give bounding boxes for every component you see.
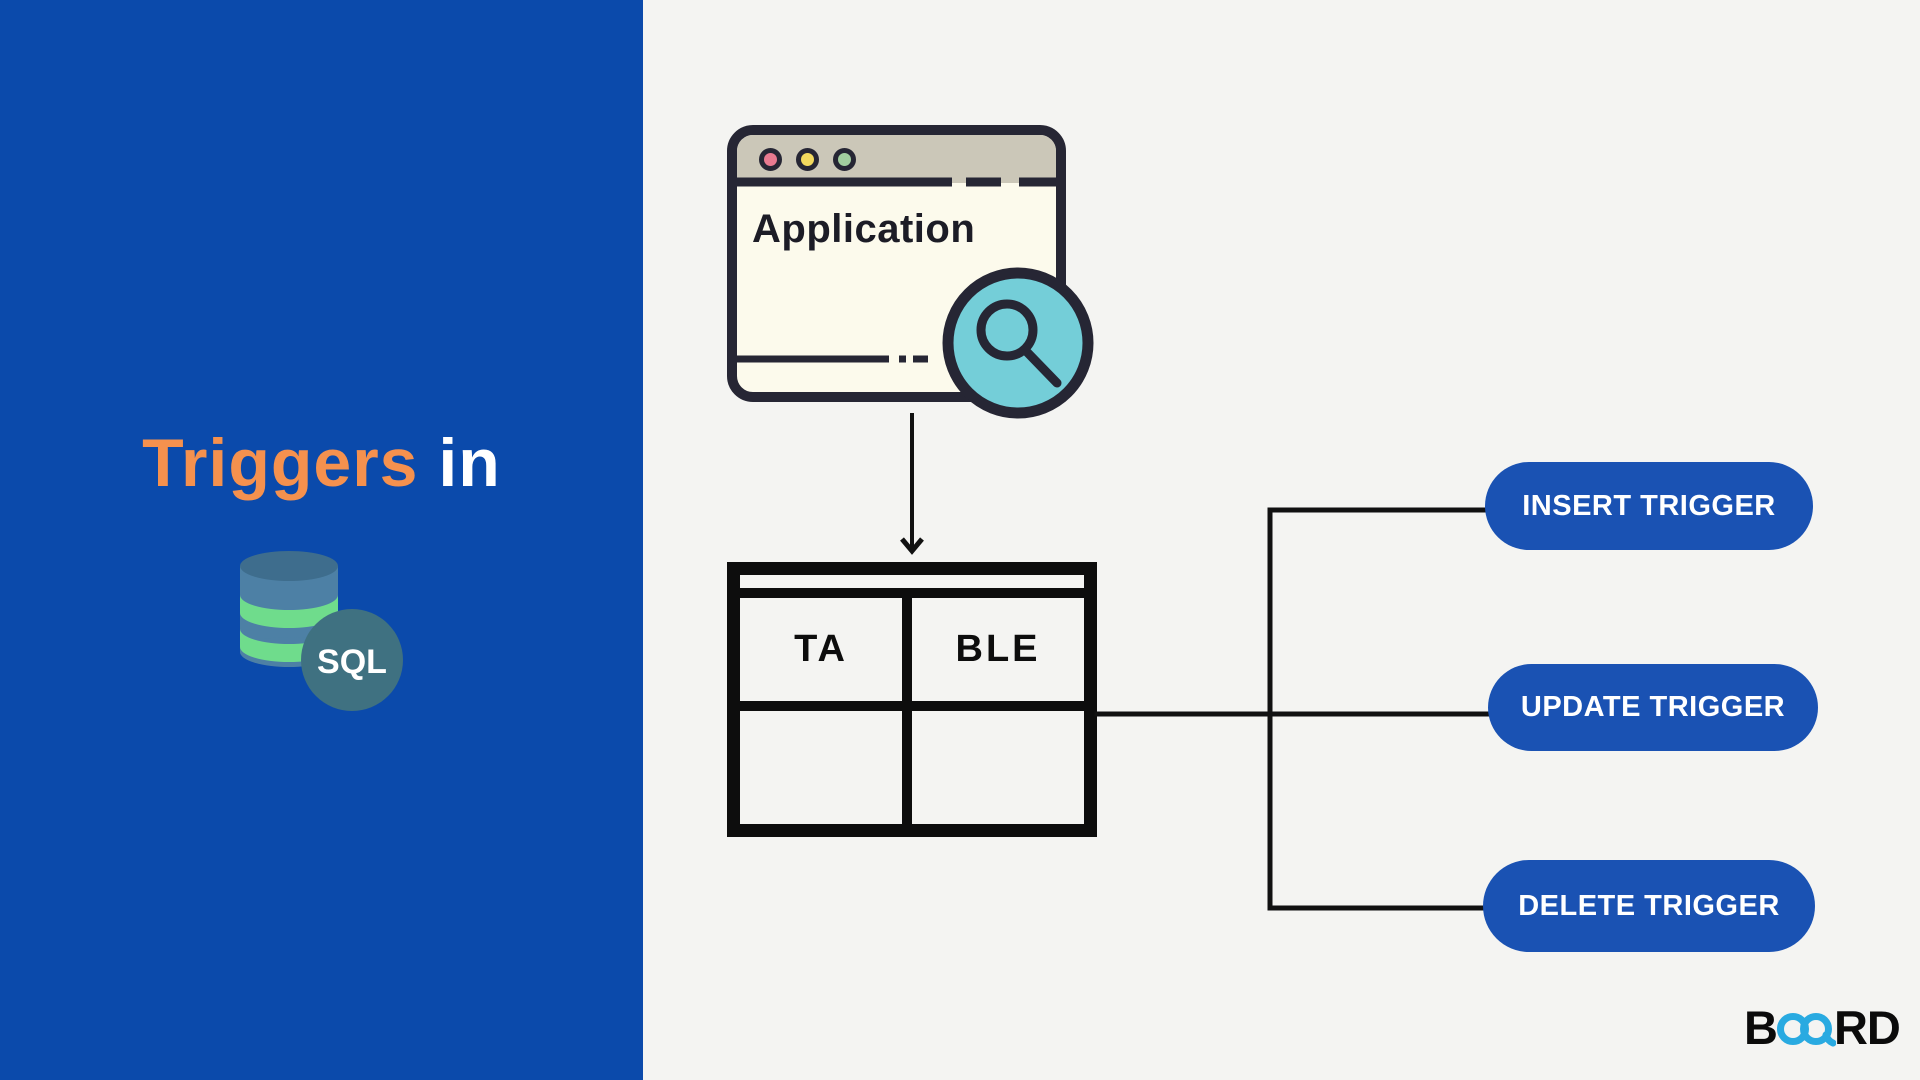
title-word-in: in [418, 425, 501, 501]
table-grid: TA BLE [740, 598, 1084, 824]
minimize-window-icon [796, 147, 819, 171]
close-window-icon [759, 147, 782, 171]
table-diagram: TA BLE [727, 562, 1097, 837]
insert-trigger-button[interactable]: INSERT TRIGGER [1485, 462, 1813, 550]
left-panel: Triggers in [0, 0, 643, 1080]
table-cell-ta: TA [740, 598, 912, 711]
brand-prefix: B [1744, 1000, 1778, 1054]
delete-trigger-button[interactable]: DELETE TRIGGER [1483, 860, 1815, 952]
application-title: Application [752, 207, 976, 251]
brand-suffix: RD [1833, 1000, 1901, 1054]
table-cell-ble: BLE [912, 598, 1084, 711]
update-trigger-button[interactable]: UPDATE TRIGGER [1488, 664, 1818, 751]
window-titlebar [737, 135, 1056, 183]
flow-arrow [900, 413, 924, 555]
brand-logo: B RD [1744, 1001, 1901, 1054]
title-word-triggers: Triggers [142, 425, 419, 501]
page-title: Triggers in [0, 424, 643, 502]
table-cell-empty [740, 711, 912, 824]
table-cell-empty [912, 711, 1084, 824]
connector-lines [1094, 507, 1492, 911]
table-header-strip [740, 575, 1084, 598]
infinity-icon [1776, 1013, 1836, 1047]
maximize-window-icon [833, 147, 856, 171]
application-window: Application [727, 125, 1066, 402]
